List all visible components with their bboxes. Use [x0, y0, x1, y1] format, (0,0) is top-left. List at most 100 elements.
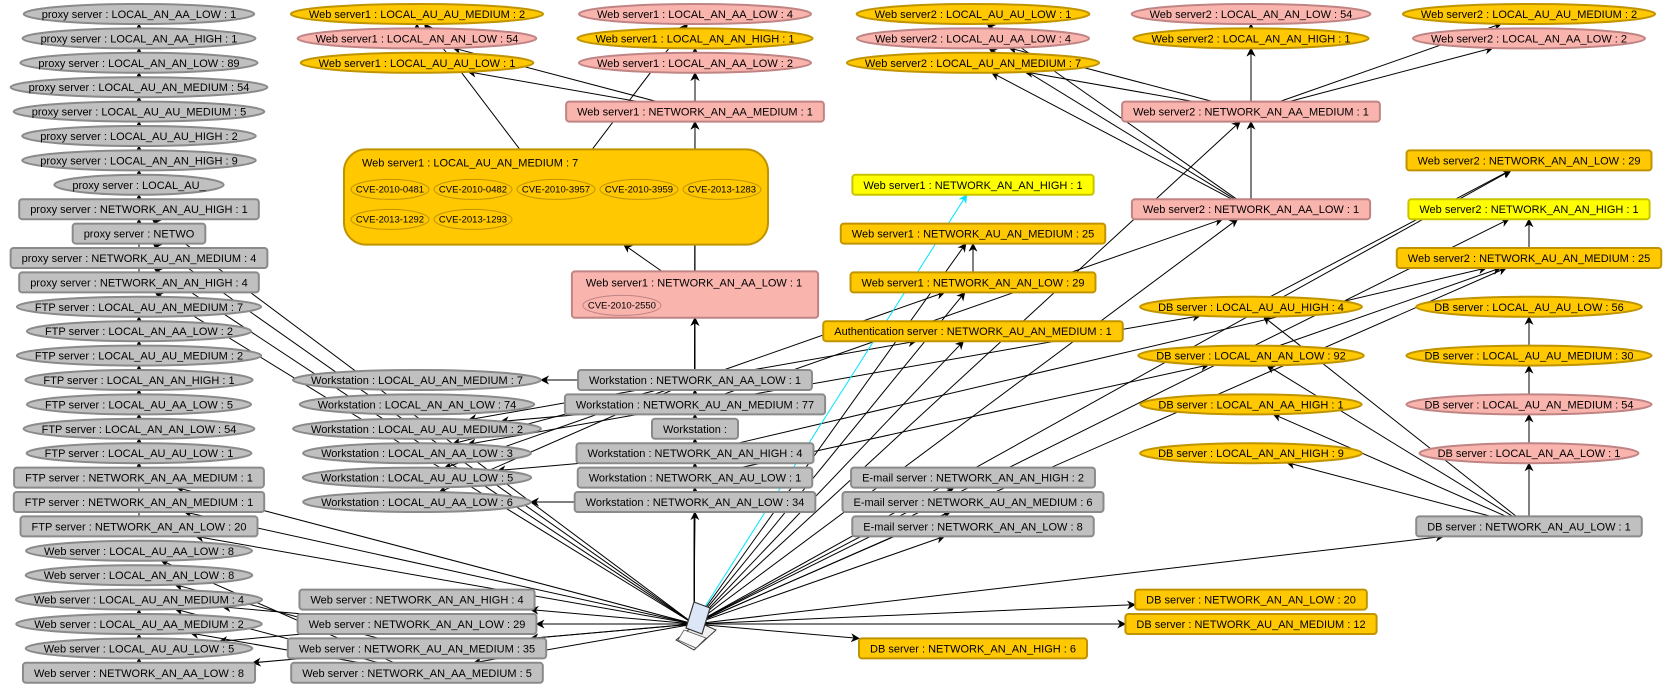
graph-node-w2[interactable]: Web server : LOCAL_AN_AN_LOW : 8	[24, 564, 254, 587]
graph-node-f3[interactable]: FTP server : LOCAL_AU_AU_MEDIUM : 2	[15, 344, 263, 367]
graph-node-ws5[interactable]: Workstation : LOCAL_AU_AU_LOW : 5	[301, 466, 533, 489]
graph-node-a3[interactable]: Web server1 : LOCAL_AN_AA_LOW : 4	[577, 3, 813, 25]
graph-node-p2[interactable]: proxy server : LOCAL_AN_AA_HIGH : 1	[21, 27, 257, 50]
attack-edge	[623, 244, 663, 272]
graph-node-b5[interactable]: Web server2 : LOCAL_AN_AN_HIGH : 1	[1132, 27, 1370, 50]
graph-node-w3[interactable]: Web server : LOCAL_AU_AN_MEDIUM : 4	[14, 588, 264, 611]
graph-node-d8[interactable]: DB server : LOCAL_AN_AA_LOW : 1	[1418, 442, 1640, 465]
cve-badge[interactable]	[350, 208, 430, 230]
graph-node-d12[interactable]: DB server : NETWORK_AN_AN_HIGH : 6	[858, 637, 1088, 660]
graph-node-b11[interactable]: Web server2 : NETWORK_AN_AN_HIGH : 1	[1407, 198, 1651, 221]
graph-node-d6[interactable]: DB server : LOCAL_AN_AA_HIGH : 1	[1139, 393, 1363, 416]
graph-node-ws7[interactable]: Workstation : NETWORK_AN_AA_LOW : 1	[577, 369, 813, 391]
graph-node-f1[interactable]: FTP server : LOCAL_AU_AN_MEDIUM : 7	[15, 295, 263, 318]
node-shape	[299, 51, 535, 74]
graph-node-ws12[interactable]: Workstation : NETWORK_AN_AN_LOW : 34	[573, 491, 817, 513]
graph-node-f8[interactable]: FTP server : NETWORK_AN_AA_MEDIUM : 1	[13, 466, 265, 489]
laptop-icon[interactable]	[675, 601, 717, 651]
cve-badge[interactable]	[516, 178, 596, 200]
cve-badge[interactable]	[682, 178, 762, 200]
graph-node-d2[interactable]: DB server : LOCAL_AU_AU_LOW : 56	[1415, 295, 1643, 318]
cve-badge[interactable]	[599, 178, 679, 200]
graph-node-a10[interactable]: Web server1 : NETWORK_AN_AN_HIGH : 1	[851, 173, 1095, 196]
node-label: Web server1 : NETWORK_AN_AA_LOW : 1	[586, 277, 802, 289]
graph-node-p10[interactable]: proxy server : NETWO	[71, 222, 207, 245]
cve-badge[interactable]	[350, 178, 430, 200]
graph-node-d11[interactable]: DB server : NETWORK_AU_AN_MEDIUM : 12	[1124, 613, 1378, 635]
graph-node-b12[interactable]: Web server2 : NETWORK_AU_AN_MEDIUM : 25	[1395, 247, 1663, 269]
graph-node-a11[interactable]: Web server1 : NETWORK_AU_AN_MEDIUM : 25	[839, 222, 1107, 245]
graph-node-ws1[interactable]: Workstation : LOCAL_AU_AN_MEDIUM : 7	[292, 369, 542, 391]
graph-node-a5[interactable]: Web server1 : LOCAL_AU_AU_LOW : 1	[299, 51, 535, 74]
graph-node-ws2[interactable]: Workstation : LOCAL_AN_AN_LOW : 74	[298, 393, 536, 416]
node-shape	[343, 148, 769, 246]
graph-node-p7[interactable]: proxy server : LOCAL_AN_AN_HIGH : 9	[21, 149, 257, 172]
graph-node-b4[interactable]: Web server2 : LOCAL_AU_AA_LOW : 4	[855, 27, 1091, 50]
graph-node-d1[interactable]: DB server : LOCAL_AU_AU_HIGH : 4	[1139, 295, 1363, 318]
graph-node-f6[interactable]: FTP server : LOCAL_AN_AN_LOW : 54	[22, 417, 256, 440]
graph-node-a8[interactable]: Web server1 : LOCAL_AU_AN_MEDIUM : 7CVE-…	[343, 148, 769, 246]
graph-node-a2[interactable]: Web server1 : LOCAL_AN_AN_LOW : 54	[296, 27, 538, 50]
graph-node-w4[interactable]: Web server : LOCAL_AU_AA_MEDIUM : 2	[15, 613, 263, 635]
graph-node-b8[interactable]: Web server2 : NETWORK_AN_AA_MEDIUM : 1	[1121, 100, 1381, 123]
node-label: Web server : NETWORK_AN_AA_LOW : 8	[34, 668, 244, 680]
graph-node-w9[interactable]: Web server : NETWORK_AU_AN_MEDIUM : 35	[286, 637, 548, 660]
graph-node-p5[interactable]: proxy server : LOCAL_AU_AU_MEDIUM : 5	[12, 100, 266, 123]
graph-node-w6[interactable]: Web server : NETWORK_AN_AA_LOW : 8	[21, 661, 257, 684]
graph-node-e3[interactable]: E-mail server : NETWORK_AN_AN_LOW : 8	[851, 515, 1095, 538]
graph-node-p6[interactable]: proxy server : LOCAL_AU_AU_HIGH : 2	[21, 125, 257, 147]
graph-node-a12[interactable]: Web server1 : NETWORK_AN_AN_LOW : 29	[849, 271, 1097, 294]
graph-node-b3[interactable]: Web server2 : LOCAL_AU_AU_MEDIUM : 2	[1401, 3, 1657, 25]
graph-node-p8[interactable]: proxy server : LOCAL_AU_	[53, 173, 225, 196]
graph-node-p11[interactable]: proxy server : NETWORK_AU_AN_MEDIUM : 4	[9, 247, 269, 269]
graph-node-e2[interactable]: E-mail server : NETWORK_AU_AN_MEDIUM : 6	[841, 491, 1105, 513]
graph-node-p9[interactable]: proxy server : NETWORK_AN_AU_HIGH : 1	[18, 198, 260, 221]
graph-node-ws9[interactable]: Workstation :	[651, 417, 739, 440]
graph-node-ws4[interactable]: Workstation : LOCAL_AN_AA_LOW : 3	[302, 442, 532, 465]
graph-node-e1[interactable]: E-mail server : NETWORK_AN_AN_HIGH : 2	[850, 466, 1096, 489]
graph-node-ws8[interactable]: Workstation : NETWORK_AU_AN_MEDIUM : 77	[563, 393, 827, 416]
graph-node-w10[interactable]: Web server : NETWORK_AN_AA_MEDIUM : 5	[290, 661, 544, 684]
graph-node-b7[interactable]: Web server2 : LOCAL_AU_AN_MEDIUM : 7	[845, 51, 1101, 74]
graph-node-f5[interactable]: FTP server : LOCAL_AU_AA_LOW : 5	[25, 393, 253, 416]
cve-badge[interactable]	[582, 294, 662, 316]
graph-node-ws3[interactable]: Workstation : LOCAL_AU_AU_MEDIUM : 2	[292, 417, 542, 440]
graph-node-ws6[interactable]: Workstation : LOCAL_AU_AA_LOW : 6	[302, 491, 532, 513]
attack-edge	[194, 533, 695, 625]
graph-node-w7[interactable]: Web server : NETWORK_AN_AN_HIGH : 4	[298, 588, 536, 611]
graph-node-d7[interactable]: DB server : LOCAL_AN_AN_HIGH : 9	[1139, 442, 1363, 465]
graph-node-d4[interactable]: DB server : LOCAL_AU_AU_MEDIUM : 30	[1405, 344, 1653, 367]
graph-node-b1[interactable]: Web server2 : LOCAL_AU_AU_LOW : 1	[855, 3, 1091, 25]
graph-node-a9[interactable]: Web server1 : NETWORK_AN_AA_LOW : 1CVE-2…	[570, 270, 820, 319]
graph-node-f4[interactable]: FTP server : LOCAL_AN_AN_HIGH : 1	[24, 369, 254, 391]
graph-node-d3[interactable]: DB server : LOCAL_AN_AN_LOW : 92	[1137, 344, 1365, 367]
graph-node-b10[interactable]: Web server2 : NETWORK_AN_AN_LOW : 29	[1405, 149, 1653, 172]
cve-badge[interactable]	[433, 208, 513, 230]
graph-node-w1[interactable]: Web server : LOCAL_AU_AA_LOW : 8	[25, 539, 253, 562]
graph-node-f7[interactable]: FTP server : LOCAL_AU_AU_LOW : 1	[25, 442, 253, 465]
graph-node-p1[interactable]: proxy server : LOCAL_AN_AA_LOW : 1	[22, 3, 256, 25]
graph-node-p12[interactable]: proxy server : NETWORK_AN_AN_HIGH : 4	[18, 271, 260, 294]
graph-node-b9[interactable]: Web server2 : NETWORK_AN_AA_LOW : 1	[1130, 198, 1372, 221]
attack-edge	[1024, 68, 1195, 103]
graph-node-b2[interactable]: Web server2 : LOCAL_AN_AN_LOW : 54	[1130, 3, 1372, 25]
graph-node-b6[interactable]: Web server2 : LOCAL_AN_AA_LOW : 2	[1411, 27, 1647, 50]
graph-node-ws10[interactable]: Workstation : NETWORK_AN_AN_HIGH : 4	[575, 442, 815, 465]
graph-node-d5[interactable]: DB server : LOCAL_AU_AN_MEDIUM : 54	[1405, 393, 1653, 416]
graph-node-w8[interactable]: Web server : NETWORK_AN_AN_LOW : 29	[296, 613, 538, 635]
graph-node-a6[interactable]: Web server1 : LOCAL_AN_AA_LOW : 2	[577, 51, 813, 74]
graph-node-auth[interactable]: Authentication server : NETWORK_AU_AN_ME…	[822, 320, 1124, 343]
graph-node-a7[interactable]: Web server1 : NETWORK_AN_AA_MEDIUM : 1	[565, 100, 825, 123]
graph-node-f2[interactable]: FTP server : LOCAL_AN_AA_LOW : 2	[25, 320, 253, 343]
cve-badge[interactable]	[433, 178, 513, 200]
graph-node-d9[interactable]: DB server : NETWORK_AN_AU_LOW : 1	[1415, 515, 1643, 538]
graph-node-a4[interactable]: Web server1 : LOCAL_AN_AN_HIGH : 1	[576, 27, 814, 50]
graph-node-p3[interactable]: proxy server : LOCAL_AN_AN_LOW : 89	[19, 51, 259, 74]
graph-node-f10[interactable]: FTP server : NETWORK_AN_AN_LOW : 20	[19, 515, 259, 538]
graph-node-f9[interactable]: FTP server : NETWORK_AN_AN_MEDIUM : 1	[12, 491, 266, 513]
graph-node-d10[interactable]: DB server : NETWORK_AN_AN_LOW : 20	[1134, 588, 1368, 611]
graph-node-w5[interactable]: Web server : LOCAL_AU_AU_LOW : 5	[24, 637, 254, 660]
graph-node-ws11[interactable]: Workstation : NETWORK_AN_AU_LOW : 1	[576, 466, 814, 489]
graph-node-p4[interactable]: proxy server : LOCAL_AU_AN_MEDIUM : 54	[9, 76, 269, 99]
graph-node-a1[interactable]: Web server1 : LOCAL_AU_AU_MEDIUM : 2	[289, 3, 545, 25]
